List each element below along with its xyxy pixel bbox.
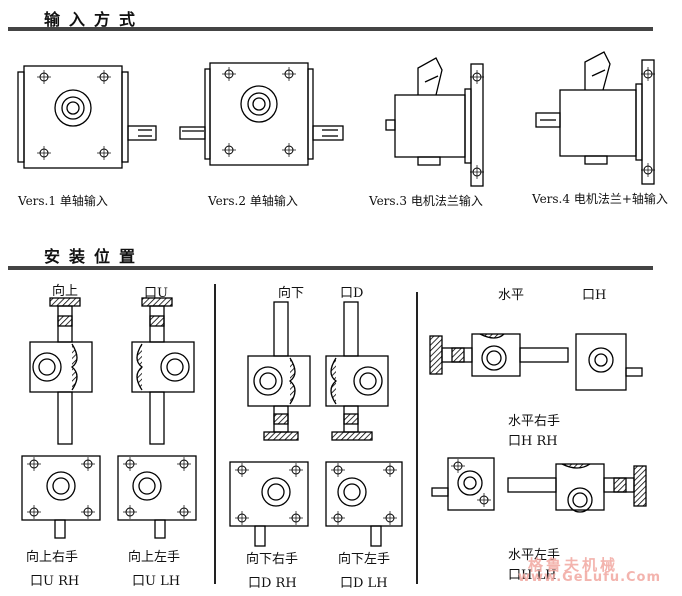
horizontal-caption: 水平 xyxy=(498,288,525,303)
horizontal-lh-end xyxy=(431,457,495,511)
section-title-input: 输入方式 xyxy=(44,10,145,29)
horizontal-lh-code: 口H LH xyxy=(508,568,557,583)
horizontal-rh-end xyxy=(575,333,643,391)
up-lh-code: 口U LH xyxy=(132,574,181,589)
divider-1 xyxy=(214,284,216,584)
up-caption: 向上 xyxy=(52,284,79,299)
up-rh-bottom xyxy=(21,455,101,539)
up-rh-code: 口U RH xyxy=(30,574,80,589)
down-lh-top xyxy=(325,301,389,441)
horizontal-lh-label: 水平左手 xyxy=(508,548,561,563)
up-lh-bottom xyxy=(117,455,197,539)
down-rh-code: 口D RH xyxy=(248,576,297,591)
up-lh-label: 向上左手 xyxy=(128,550,181,565)
down-lh-label: 向下左手 xyxy=(338,552,391,567)
horizontal-code: 口H xyxy=(582,288,607,303)
down-lh-bottom xyxy=(325,461,403,547)
vers2-diagram xyxy=(179,62,344,166)
vers4-label: Vers.4 电机法兰+轴输入 xyxy=(532,192,668,206)
watermark-brand: 格鲁夫机械 xyxy=(528,556,619,574)
down-rh-label: 向下右手 xyxy=(246,552,299,567)
horizontal-rh-label: 水平右手 xyxy=(508,414,561,429)
up-rh-top xyxy=(29,297,93,445)
vers1-label: Vers.1 单轴输入 xyxy=(18,194,108,208)
horizontal-lh-side xyxy=(507,463,647,513)
vers1-diagram xyxy=(17,65,157,169)
vers2-label: Vers.2 单轴输入 xyxy=(208,194,298,208)
down-code: 口D xyxy=(340,286,364,301)
vers3-label: Vers.3 电机法兰输入 xyxy=(369,194,483,208)
section-rule-input xyxy=(8,27,653,31)
up-rh-label: 向上右手 xyxy=(26,550,79,565)
down-caption: 向下 xyxy=(278,286,305,301)
down-rh-top xyxy=(247,301,311,441)
up-code: 口U xyxy=(144,286,168,301)
horizontal-rh-side xyxy=(429,333,569,377)
down-lh-code: 口D LH xyxy=(340,576,388,591)
vers4-diagram xyxy=(535,51,656,185)
watermark-url: www.GeLufu.Com xyxy=(518,570,662,585)
section-rule-mount xyxy=(8,266,653,270)
section-title-mount: 安装位置 xyxy=(44,247,145,266)
horizontal-rh-code: 口H RH xyxy=(508,434,558,449)
vers3-diagram xyxy=(385,57,485,187)
down-rh-bottom xyxy=(229,461,309,547)
up-lh-top xyxy=(131,297,195,445)
divider-2 xyxy=(416,292,418,584)
